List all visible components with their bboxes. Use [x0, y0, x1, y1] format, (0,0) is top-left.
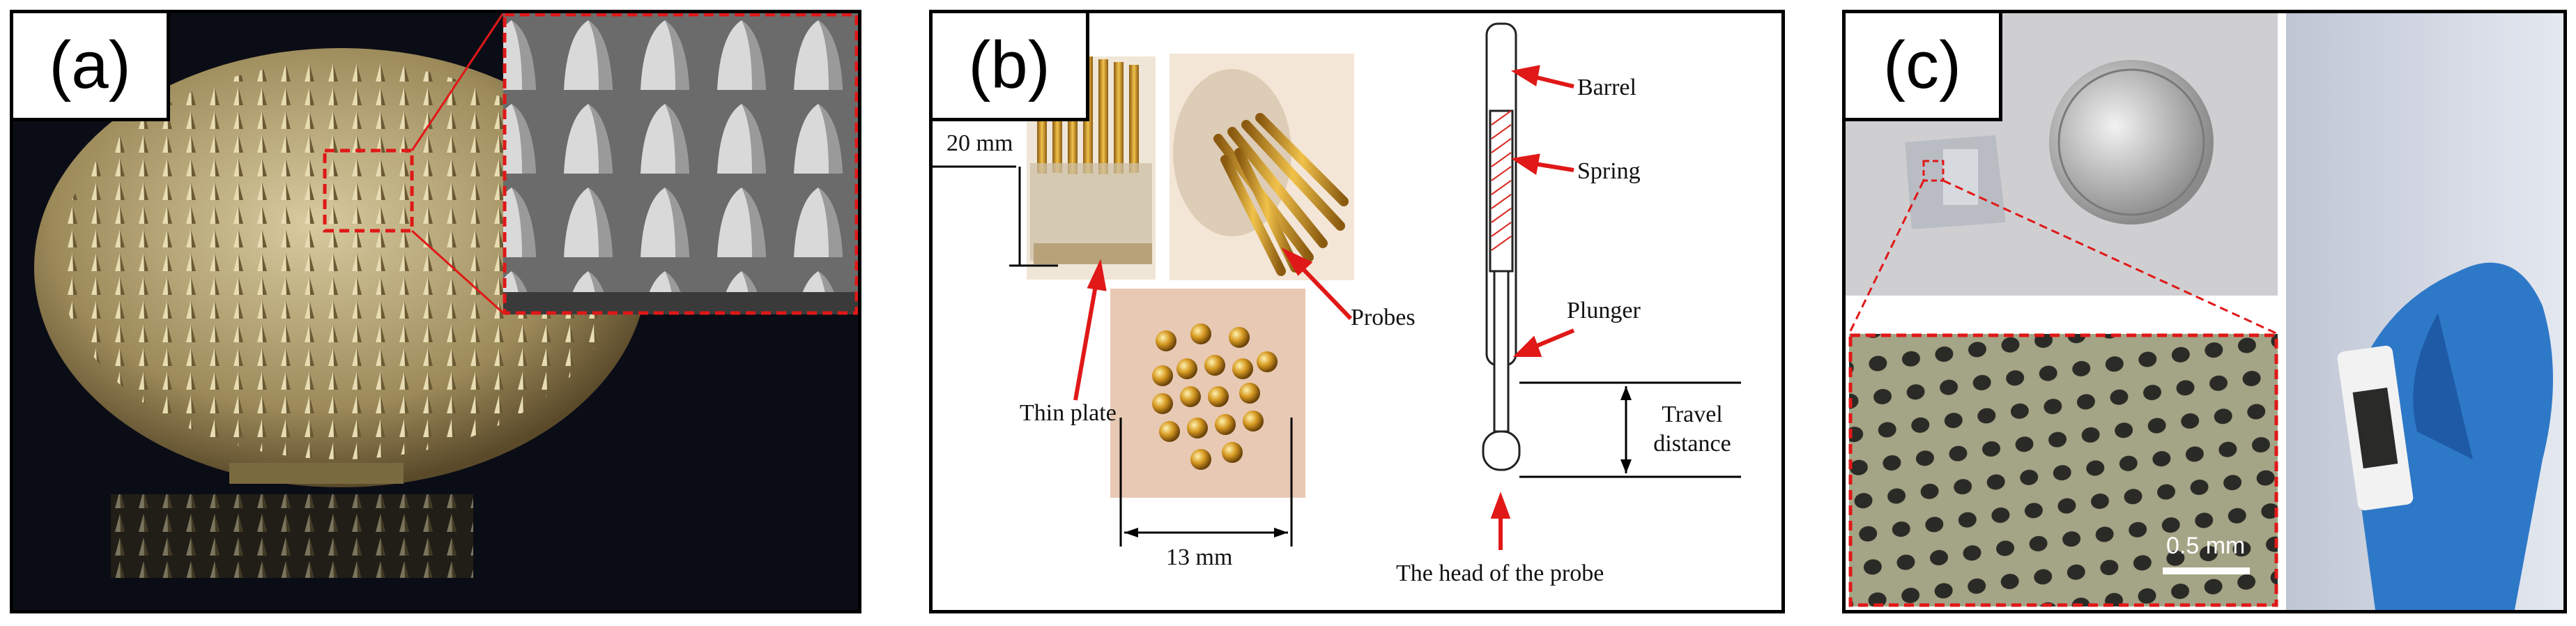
label-probes: Probes: [1351, 305, 1416, 330]
panel-a-tag: (a): [13, 13, 170, 121]
label-barrel: Barrel: [1577, 75, 1636, 100]
panel-a-tag-text: (a): [49, 28, 131, 102]
dim-label-13mm: 13 mm: [1166, 544, 1233, 570]
dim-label-20mm: 20 mm: [946, 130, 1013, 156]
panel-b: (b) 20 mm 13 mm Thin plate Probes Barrel…: [929, 10, 1785, 613]
label-thin-plate: Thin plate: [1020, 400, 1117, 426]
panel-c-tag: (c): [1846, 13, 2002, 121]
label-plunger: Plunger: [1567, 298, 1641, 323]
panel-c: (c) 0.5 mm: [1842, 10, 2567, 613]
probe-photos-and-diagram: [933, 22, 1741, 550]
label-probe-head: The head of the probe: [1396, 560, 1604, 586]
panel-a: (a): [10, 10, 861, 613]
label-spring: Spring: [1577, 158, 1641, 184]
scale-bar-label: 0.5 mm: [2166, 533, 2246, 559]
microneedle-array-photo: [13, 13, 858, 610]
panel-b-tag-text: (b): [968, 28, 1050, 102]
panel-c-tag-text: (c): [1883, 28, 1961, 102]
label-travel-distance: Travel distance: [1653, 402, 1731, 457]
panel-b-tag: (b): [933, 13, 1089, 121]
